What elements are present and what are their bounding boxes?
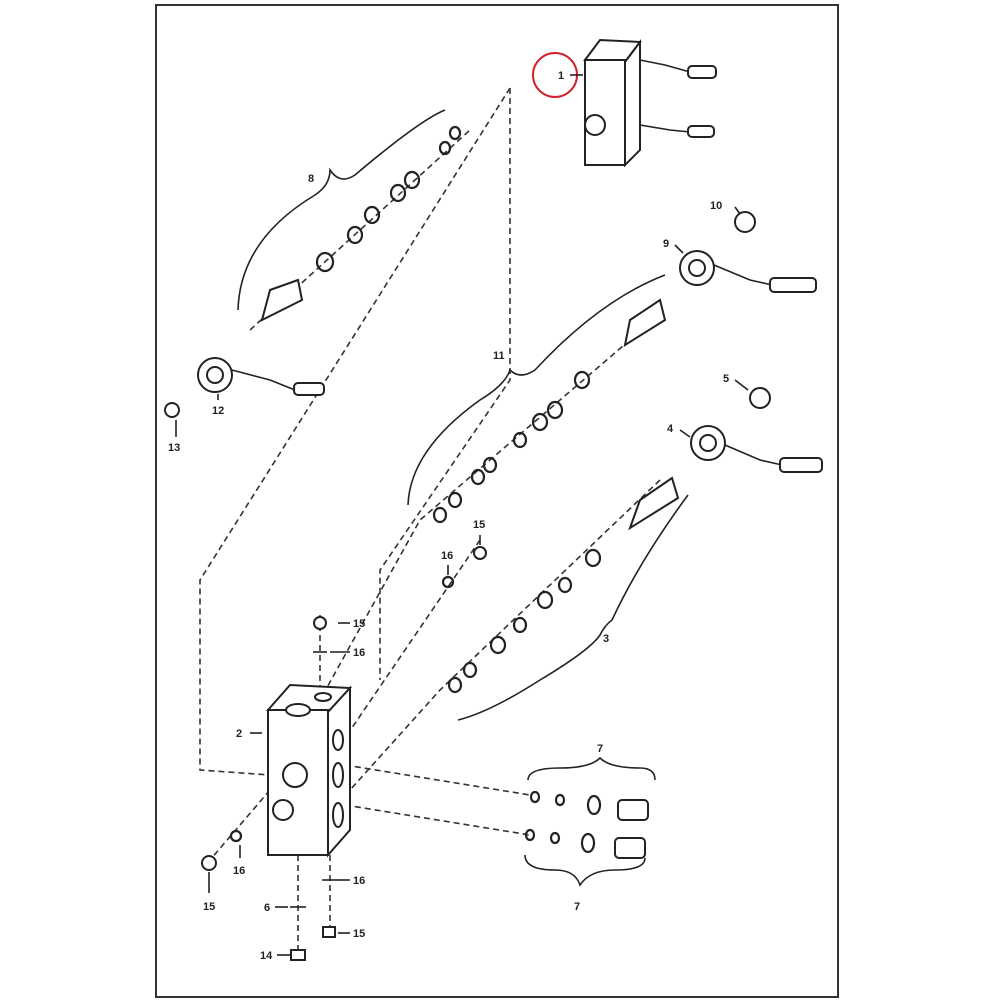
callout-12: 12 bbox=[212, 405, 224, 417]
part-15-plug[interactable] bbox=[201, 855, 217, 871]
diagram-frame bbox=[155, 4, 839, 998]
callout-15: 15 bbox=[203, 901, 215, 913]
part-14-plug[interactable] bbox=[290, 949, 306, 961]
callout-6: 6 bbox=[264, 902, 270, 914]
callout-13: 13 bbox=[168, 442, 180, 454]
part-11-seal-kit[interactable] bbox=[407, 274, 666, 524]
callout-5: 5 bbox=[723, 373, 729, 385]
callout-16: 16 bbox=[353, 875, 365, 887]
leader-lines bbox=[175, 74, 749, 956]
part-15-plug[interactable] bbox=[322, 926, 336, 938]
part-3-seal-kit[interactable] bbox=[447, 494, 689, 721]
callout-16: 16 bbox=[441, 550, 453, 562]
part-2-valve-body[interactable] bbox=[265, 683, 353, 858]
part-7-fittings[interactable] bbox=[524, 756, 656, 887]
callout-2: 2 bbox=[236, 728, 242, 740]
part-15-plug[interactable] bbox=[313, 616, 327, 630]
callout-3: 3 bbox=[603, 633, 609, 645]
assembly-lines bbox=[199, 87, 661, 955]
callout-15: 15 bbox=[473, 519, 485, 531]
callout-16: 16 bbox=[233, 865, 245, 877]
part-4-coil[interactable] bbox=[628, 425, 823, 531]
callout-7: 7 bbox=[597, 743, 603, 755]
part-16-oring[interactable] bbox=[229, 829, 243, 843]
callout-15: 15 bbox=[353, 618, 365, 630]
part-9-coil[interactable] bbox=[623, 250, 817, 348]
callout-11: 11 bbox=[493, 350, 505, 362]
part-8-seal-kit[interactable] bbox=[237, 109, 462, 322]
callout-15: 15 bbox=[353, 928, 365, 940]
callout-1: 1 bbox=[558, 70, 564, 82]
callout-4: 4 bbox=[667, 423, 674, 435]
part-1-valve-assembly[interactable] bbox=[583, 38, 717, 168]
part-10-nut[interactable] bbox=[734, 211, 756, 233]
part-16-oring[interactable] bbox=[441, 575, 455, 589]
part-15-plug[interactable] bbox=[473, 546, 487, 560]
part-5-nut[interactable] bbox=[749, 387, 771, 409]
callout-8: 8 bbox=[308, 173, 314, 185]
callout-14: 14 bbox=[260, 950, 273, 962]
part-12-coil[interactable] bbox=[197, 357, 325, 396]
callout-16: 16 bbox=[353, 647, 365, 659]
part-13-nut[interactable] bbox=[164, 402, 180, 418]
callout-9: 9 bbox=[663, 238, 669, 250]
callout-7: 7 bbox=[574, 901, 580, 913]
callout-10: 10 bbox=[710, 200, 722, 212]
